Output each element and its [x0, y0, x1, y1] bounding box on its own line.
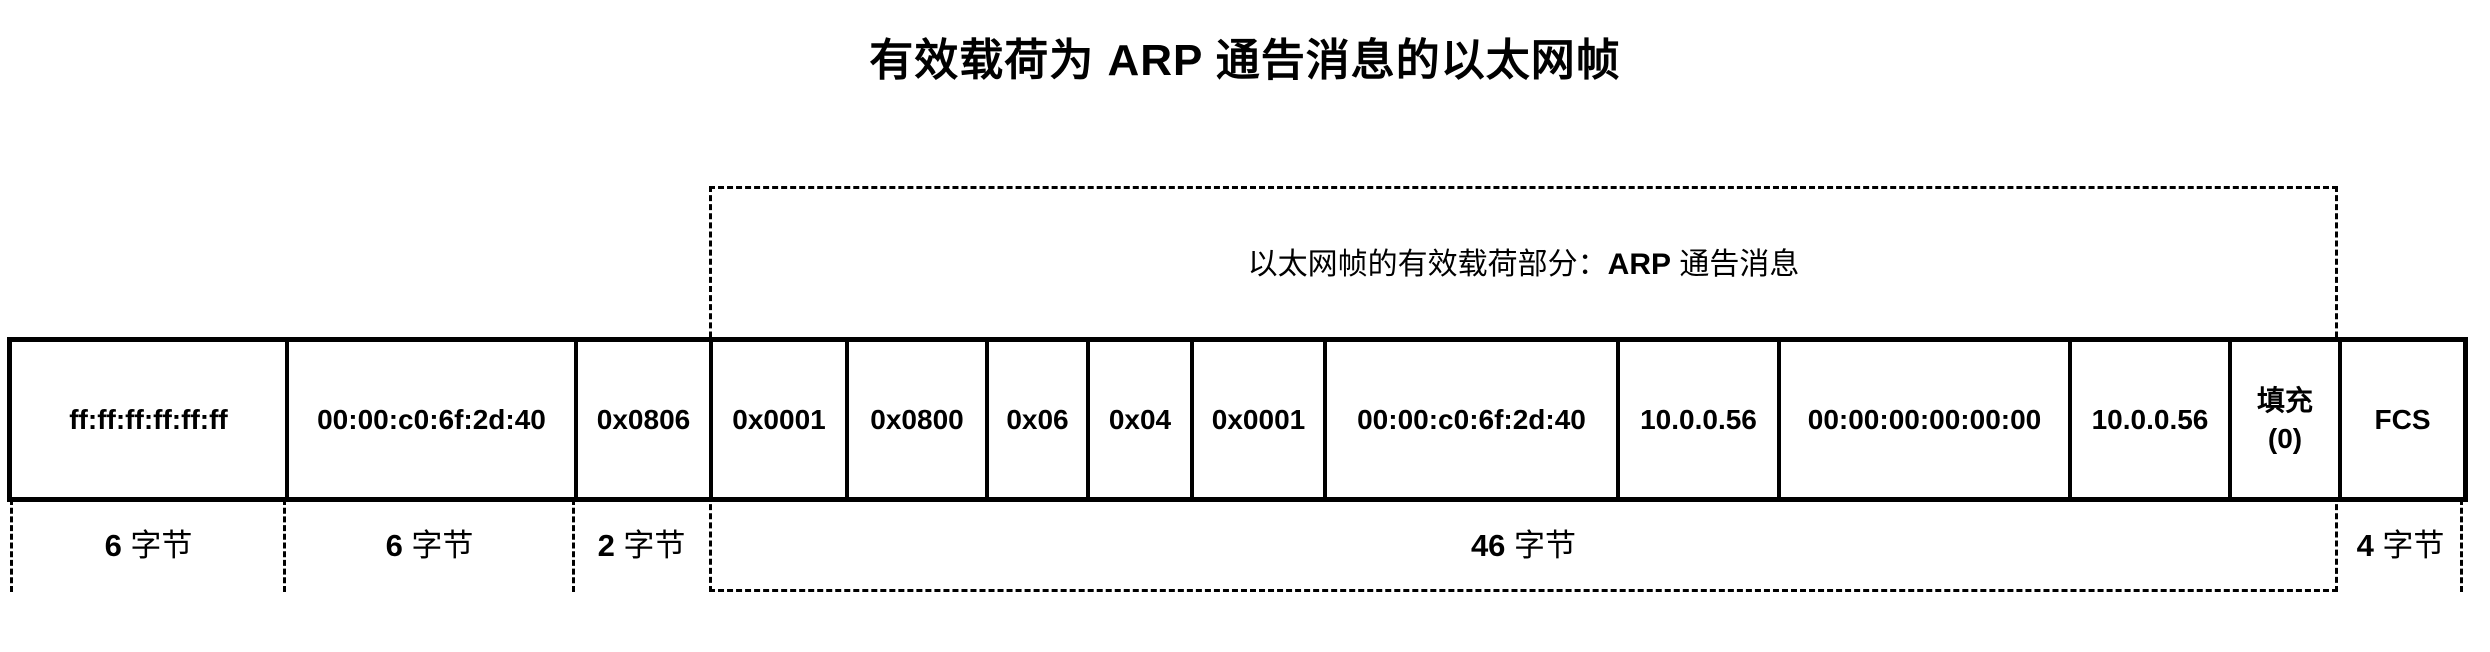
- byte-count-label: 2 字节: [597, 528, 686, 563]
- frame-field-hardware-size: 0x06: [985, 342, 1086, 497]
- payload-label-arp: ARP: [1607, 248, 1671, 281]
- byte-count-label: 4 字节: [2356, 528, 2445, 563]
- byte-count-label: 6 字节: [104, 528, 193, 563]
- byte-boundary-tick: [572, 499, 575, 592]
- byte-count-label: 46 字节: [1470, 528, 1577, 563]
- payload-label-suffix: 通告消息: [1671, 248, 1800, 281]
- byte-boundary-tick: [10, 499, 13, 592]
- frame-field-opcode: 0x0001: [1190, 342, 1323, 497]
- frame-field-protocol-type: 0x0800: [845, 342, 985, 497]
- frame-field-sender-mac: 00:00:c0:6f:2d:40: [1323, 342, 1616, 497]
- frame-field-fcs: FCS: [2338, 342, 2463, 497]
- byte-boundary-tick: [2460, 499, 2463, 592]
- frame-field-destination-mac: ff:ff:ff:ff:ff:ff: [69, 403, 228, 435]
- frame-field-sender-ip: 10.0.0.56: [1616, 342, 1777, 497]
- diagram-title: 有效载荷为 ARP 通告消息的以太网帧: [869, 36, 1621, 85]
- byte-count-label: 6 字节: [385, 528, 474, 563]
- payload-label: 以太网帧的有效载荷部分：ARP 通告消息: [712, 239, 2335, 283]
- byte-boundary-tick: [283, 499, 286, 592]
- frame-field-padding: 填充 (0): [2228, 342, 2338, 497]
- frame-field-hardware-type: 0x0001: [709, 342, 845, 497]
- payload-label-prefix: 以太网帧的有效载荷部分：: [1247, 248, 1608, 281]
- frame-field-target-mac: 00:00:00:00:00:00: [1777, 342, 2068, 497]
- frame-field-source-mac: 00:00:c0:6f:2d:40: [285, 342, 574, 497]
- frame-field-ethertype: 0x0806: [574, 342, 709, 497]
- frame-field-target-ip: 10.0.0.56: [2068, 342, 2228, 497]
- frame-field-protocol-size: 0x04: [1086, 342, 1190, 497]
